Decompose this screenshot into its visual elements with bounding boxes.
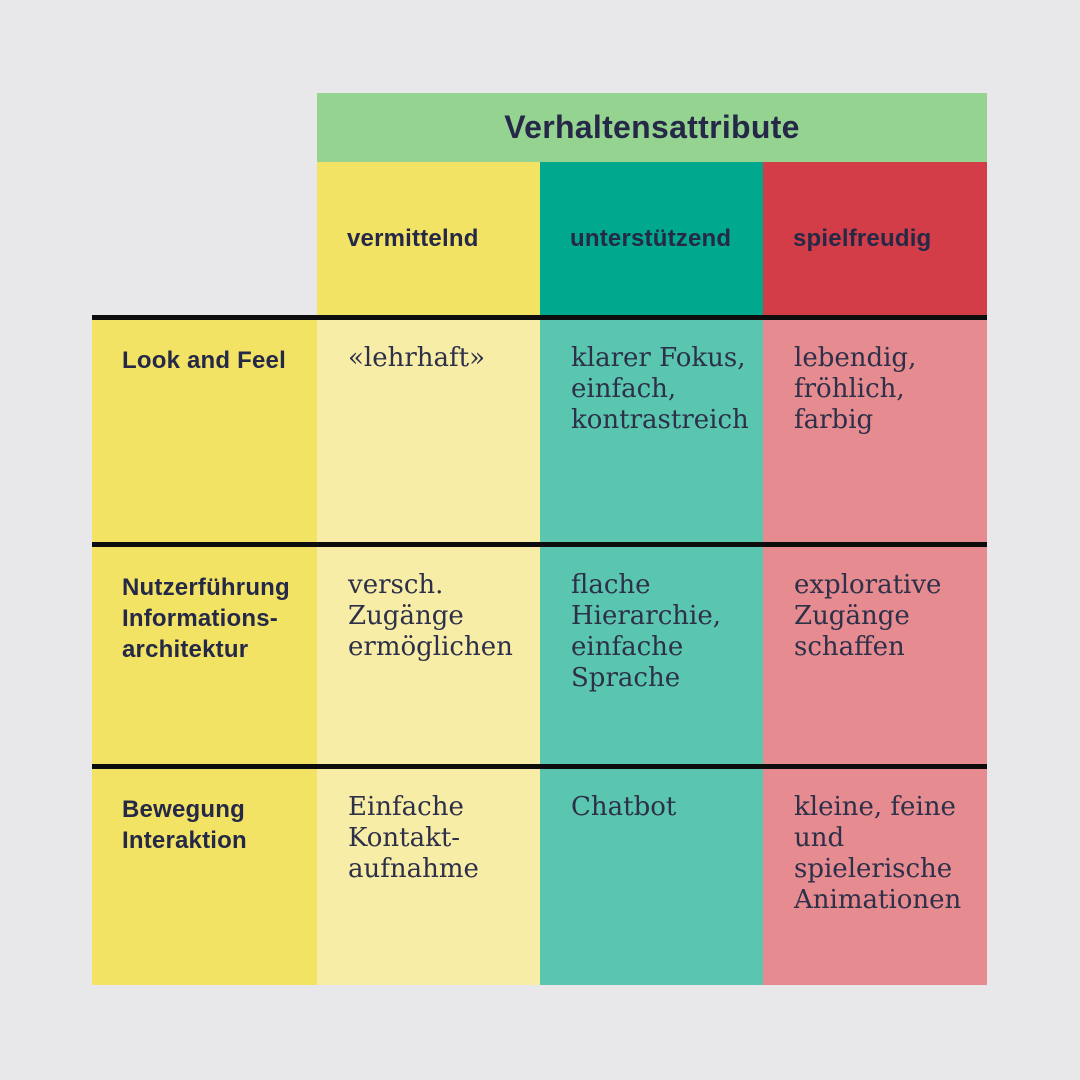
table-cell: versch. Zugänge ermöglichen (317, 547, 540, 764)
table-cell: Einfache Kontakt- aufnahme (317, 769, 540, 985)
attributes-matrix: Verhaltensattribute vermittelnd unterstü… (92, 93, 987, 985)
table-row-look-and-feel: Look and Feel «lehrhaft» klarer Fokus, e… (92, 315, 987, 542)
column-header-row: vermittelnd unterstützend spielfreudig (317, 162, 987, 315)
row-label: Bewegung Interaktion (92, 769, 317, 985)
column-header-vermittelnd: vermittelnd (317, 162, 540, 315)
table-cell: «lehrhaft» (317, 320, 540, 542)
table-title: Verhaltensattribute (504, 109, 800, 145)
table-cell: explorative Zugänge schaffen (763, 547, 987, 764)
table-cell: Chatbot (540, 769, 763, 985)
table-title-band: Verhaltensattribute (317, 93, 987, 162)
table-cell: kleine, feine und spielerische Animation… (763, 769, 987, 985)
table-row-nutzerfuehrung: Nutzerführung Informations- architektur … (92, 542, 987, 764)
column-header-unterstuetzend: unterstützend (540, 162, 763, 315)
table-cell: lebendig, fröhlich, farbig (763, 320, 987, 542)
row-label: Nutzerführung Informations- architektur (92, 547, 317, 764)
table-row-bewegung: Bewegung Interaktion Einfache Kontakt- a… (92, 764, 987, 985)
table-cell: flache Hierarchie, einfache Sprache (540, 547, 763, 764)
table-cell: klarer Fokus, einfach, kontrastreich (540, 320, 763, 542)
column-header-spielfreudig: spielfreudig (763, 162, 987, 315)
row-label: Look and Feel (92, 320, 317, 542)
